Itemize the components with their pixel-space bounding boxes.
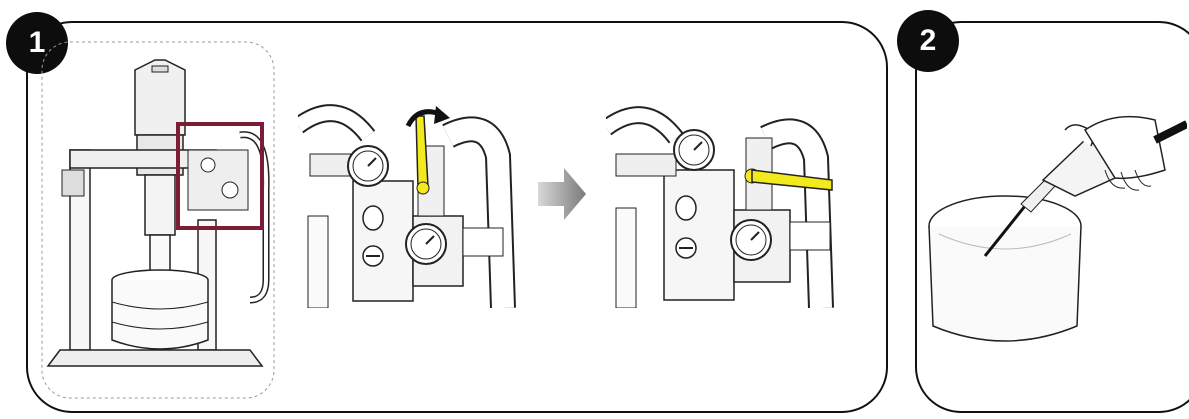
step-1-badge: 1 — [6, 12, 68, 74]
progress-arrow-icon — [538, 166, 586, 222]
step-1-number: 1 — [28, 26, 46, 59]
step-2-number: 2 — [919, 24, 937, 57]
spray-gun-bucket-illustration — [925, 100, 1187, 360]
valve-open-illustration — [606, 98, 856, 308]
step-2-badge: 2 — [897, 10, 959, 72]
rotate-arrow-icon — [404, 104, 454, 144]
pump-assembly-illustration — [40, 40, 280, 400]
valve-closed-illustration — [298, 96, 518, 308]
